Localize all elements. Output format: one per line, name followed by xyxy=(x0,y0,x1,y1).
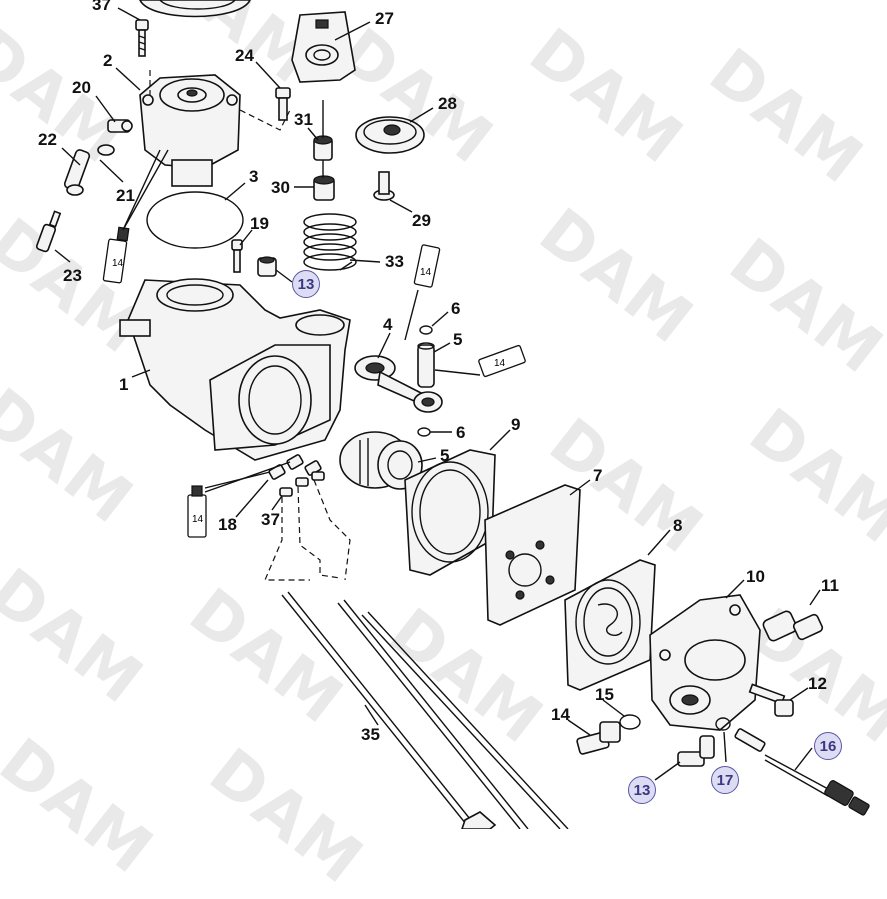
callout-33: 33 xyxy=(385,252,404,271)
callout-8: 8 xyxy=(673,516,683,535)
callout-19: 19 xyxy=(250,214,269,233)
callout-6-bottom: 6 xyxy=(456,423,466,442)
tube-label: 14 xyxy=(420,267,432,278)
sensor-16 xyxy=(734,728,870,816)
piston-pin-5 xyxy=(417,342,435,388)
callout-2: 2 xyxy=(103,51,113,70)
bolt-19 xyxy=(231,239,243,273)
bolt-24 xyxy=(275,87,291,121)
pulley-top xyxy=(139,0,251,18)
crankcase-1 xyxy=(119,278,351,461)
callout-5-piston: 5 xyxy=(440,446,450,465)
callout-11: 11 xyxy=(821,576,839,595)
callout-3: 3 xyxy=(249,167,259,186)
callout-27: 27 xyxy=(375,9,394,28)
callout-14: 14 xyxy=(551,705,570,724)
bushing-30 xyxy=(313,175,335,201)
elbow-13-bottom xyxy=(677,735,715,767)
bearing-28 xyxy=(355,116,425,154)
callout-15: 15 xyxy=(595,685,614,704)
callout-28: 28 xyxy=(438,94,457,113)
exploded-parts-diagram: 14 14 xyxy=(35,0,870,829)
callout-5-pin: 5 xyxy=(453,330,463,349)
callout-9: 9 xyxy=(511,415,521,434)
plug-14 xyxy=(576,721,621,755)
hose-22 xyxy=(63,144,115,196)
bolt-37-top xyxy=(135,19,149,57)
spring-33 xyxy=(303,213,357,271)
cylinder-head-10 xyxy=(649,594,761,731)
clip-6-top xyxy=(419,325,433,335)
callout-31: 31 xyxy=(294,110,313,129)
valve-23 xyxy=(35,210,62,253)
bolt-12 xyxy=(748,683,794,717)
callout-4: 4 xyxy=(383,315,393,334)
sealant-tube-right: 14 xyxy=(478,344,526,378)
callout-13-circled-top: 13 xyxy=(292,270,320,298)
washer-15 xyxy=(619,714,641,730)
valve-plate-7 xyxy=(484,484,581,626)
callout-37-top: 37 xyxy=(92,0,111,14)
callout-24: 24 xyxy=(235,46,254,65)
leader-lines xyxy=(54,7,821,781)
callout-16-circled: 16 xyxy=(814,732,842,760)
callout-35: 35 xyxy=(361,725,380,744)
o-ring-3 xyxy=(146,191,244,249)
sealant-tube-left: 14 xyxy=(102,226,130,284)
callout-12: 12 xyxy=(808,674,827,693)
callout-18: 18 xyxy=(218,515,237,534)
o-ring-17 xyxy=(715,717,731,731)
hose-35 xyxy=(281,591,569,829)
bushing-31 xyxy=(313,135,333,161)
sealant-tube-upper: 14 xyxy=(413,244,441,288)
sealant-tube-lower: 14 xyxy=(187,485,207,538)
gasket-8 xyxy=(564,559,656,691)
callout-10: 10 xyxy=(746,567,765,586)
callout-6-top: 6 xyxy=(451,299,461,318)
callout-20: 20 xyxy=(72,78,91,97)
fitting-20 xyxy=(107,119,133,133)
tube-label: 14 xyxy=(494,358,506,369)
bearing-housing-2 xyxy=(139,74,241,187)
callout-22: 22 xyxy=(38,130,57,149)
bolt-29 xyxy=(373,171,395,201)
connector-bottom xyxy=(461,811,497,829)
connecting-rod-4 xyxy=(354,355,443,413)
cover-27 xyxy=(291,11,356,83)
callout-23: 23 xyxy=(63,266,82,285)
clip-6-bottom xyxy=(417,427,431,437)
tube-label: 14 xyxy=(192,514,204,525)
callout-21: 21 xyxy=(116,186,135,205)
callout-1: 1 xyxy=(119,375,129,394)
callout-7: 7 xyxy=(593,466,603,485)
callout-37-bottom: 37 xyxy=(261,510,280,529)
fittings-18-37 xyxy=(268,454,325,497)
callout-17-circled: 17 xyxy=(711,766,739,794)
callout-29: 29 xyxy=(412,211,431,230)
tube-label: 14 xyxy=(112,258,124,269)
callout-13-circled-bottom: 13 xyxy=(628,776,656,804)
callout-30: 30 xyxy=(271,178,290,197)
elbow-fitting-11 xyxy=(762,610,824,642)
fitting-13-top xyxy=(257,256,277,277)
